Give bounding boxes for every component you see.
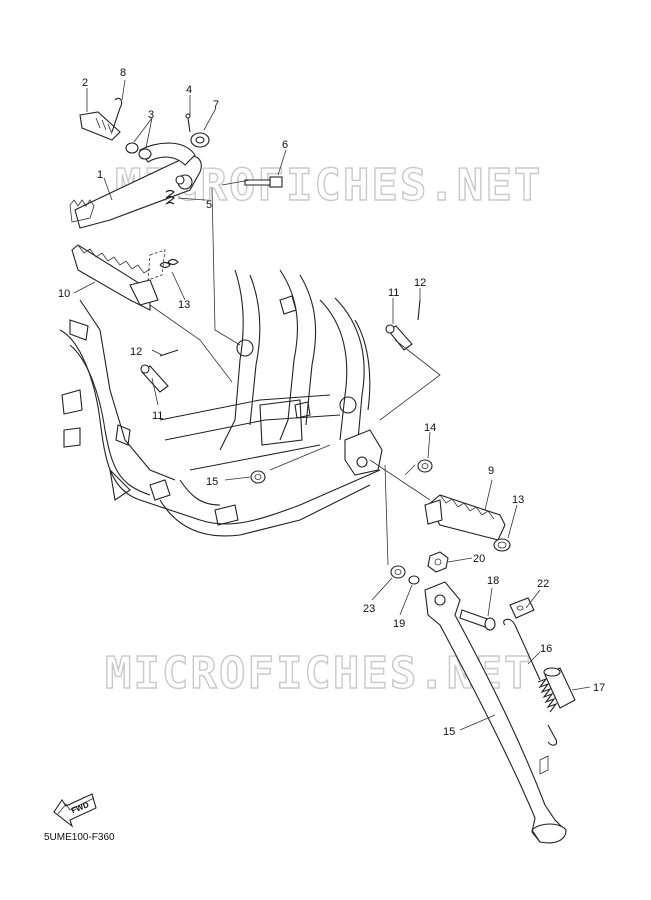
callout-1: 1 bbox=[97, 169, 103, 181]
bolt-19[interactable] bbox=[459, 609, 496, 631]
callout-5: 5 bbox=[206, 199, 212, 211]
footrest-spring-right[interactable] bbox=[493, 538, 511, 552]
callout-7: 7 bbox=[213, 99, 219, 111]
callout-10: 10 bbox=[58, 288, 70, 300]
drawing-code: 5UME100-F360 bbox=[44, 832, 115, 843]
callout-3: 3 bbox=[148, 109, 154, 121]
callout-8: 8 bbox=[120, 67, 126, 79]
brake-pedal[interactable] bbox=[69, 142, 202, 229]
callout-11-right: 11 bbox=[388, 287, 399, 299]
plate-22[interactable] bbox=[509, 597, 535, 619]
callout-20: 19 bbox=[393, 618, 405, 630]
pin-right[interactable] bbox=[385, 324, 413, 351]
callout-19: 18 bbox=[487, 575, 499, 587]
callout-9: 9 bbox=[488, 465, 494, 477]
footrest-spring-left[interactable] bbox=[147, 249, 179, 281]
cotter-left[interactable] bbox=[159, 349, 179, 357]
cotter-pin-4[interactable] bbox=[185, 113, 191, 133]
damper-15-upper[interactable] bbox=[417, 459, 433, 473]
assembly-lines bbox=[149, 179, 441, 566]
damper-15-lower[interactable] bbox=[250, 470, 266, 484]
callout-18: 17 bbox=[593, 682, 605, 694]
callout-22: 22 bbox=[537, 578, 549, 590]
nut-21[interactable] bbox=[427, 551, 449, 573]
callout-21: 20 bbox=[473, 553, 485, 565]
leader-lines bbox=[73, 79, 591, 731]
callout-17: 16 bbox=[540, 643, 552, 655]
pivot-shaft[interactable] bbox=[79, 111, 121, 141]
sidestand[interactable] bbox=[424, 581, 567, 844]
callout-2: 2 bbox=[82, 77, 88, 89]
cotter-right[interactable] bbox=[417, 299, 421, 321]
footrest-left[interactable] bbox=[71, 244, 159, 311]
callout-13: 13 bbox=[512, 494, 524, 506]
sleeve-18[interactable] bbox=[543, 667, 576, 709]
return-spring-5[interactable] bbox=[165, 175, 185, 205]
callout-11-left: 11 bbox=[152, 410, 163, 422]
sidestand-spring[interactable] bbox=[503, 618, 558, 746]
callout-15-right: 14 bbox=[424, 422, 436, 434]
collar-23[interactable] bbox=[390, 565, 406, 579]
footrest-right[interactable] bbox=[424, 494, 506, 541]
callout-12-right: 12 bbox=[414, 277, 426, 289]
washer-20[interactable] bbox=[408, 575, 420, 585]
callout-23: 23 bbox=[363, 603, 375, 615]
clip-8[interactable] bbox=[111, 97, 123, 133]
bolt-6[interactable] bbox=[244, 176, 283, 188]
callout-4: 4 bbox=[186, 84, 192, 96]
callout-labels: 2 8 3 4 7 6 1 5 10 13 11 12 12 11 14 15 … bbox=[58, 67, 605, 738]
right-footrest-bracket bbox=[344, 429, 383, 476]
callout-15-left: 15 bbox=[206, 476, 218, 488]
callout-16: 15 bbox=[443, 726, 455, 738]
forward-arrow-icon: FWD bbox=[53, 793, 97, 828]
callout-12-left: 12 bbox=[130, 346, 142, 358]
callout-14: 13 bbox=[178, 299, 190, 311]
frame-outline bbox=[59, 269, 381, 537]
washer-7[interactable] bbox=[190, 132, 210, 148]
o-rings[interactable] bbox=[125, 142, 152, 160]
callout-6: 6 bbox=[282, 139, 288, 151]
